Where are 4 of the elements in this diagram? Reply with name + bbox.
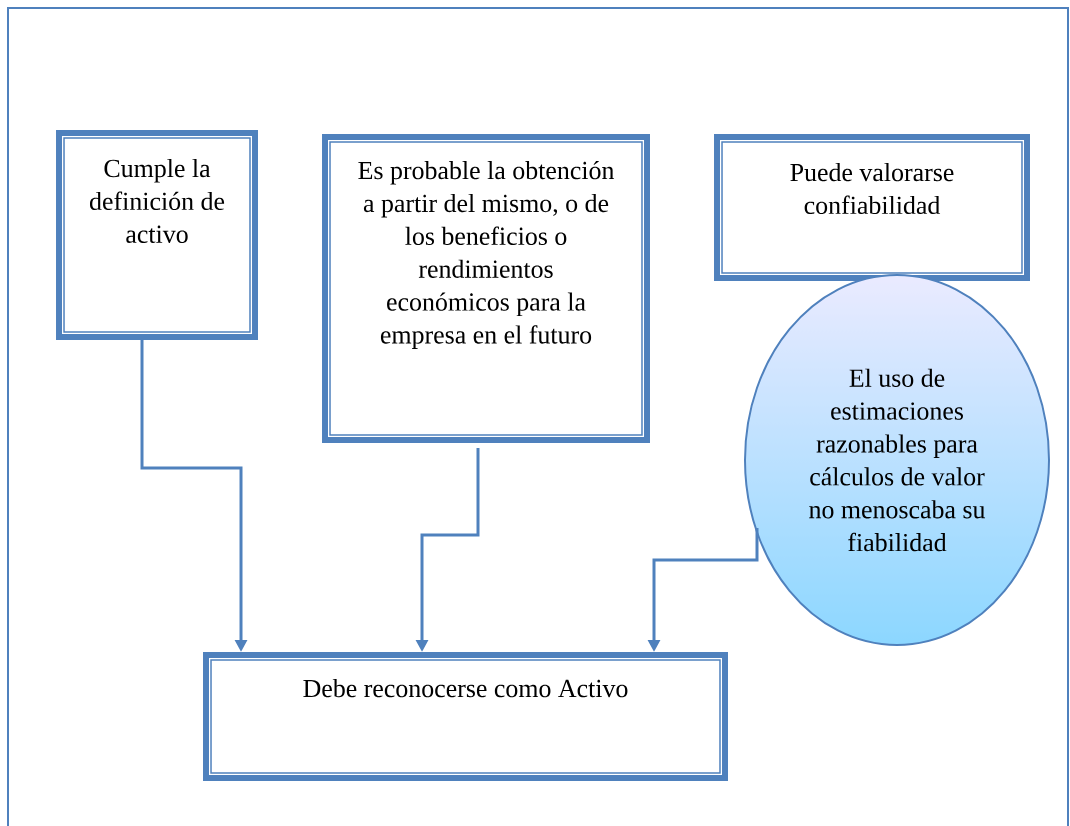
text-box: Debe reconocerse como Activo bbox=[203, 652, 728, 781]
text-box: Puede valorarse confiabilidad bbox=[714, 134, 1030, 281]
text-box: Es probable la obtención a partir del mismo, o de los beneficios o rendimientos económicos para la empresa en el futuro bbox=[322, 134, 650, 443]
text-box: Cumple la definición de activo bbox=[56, 130, 258, 340]
